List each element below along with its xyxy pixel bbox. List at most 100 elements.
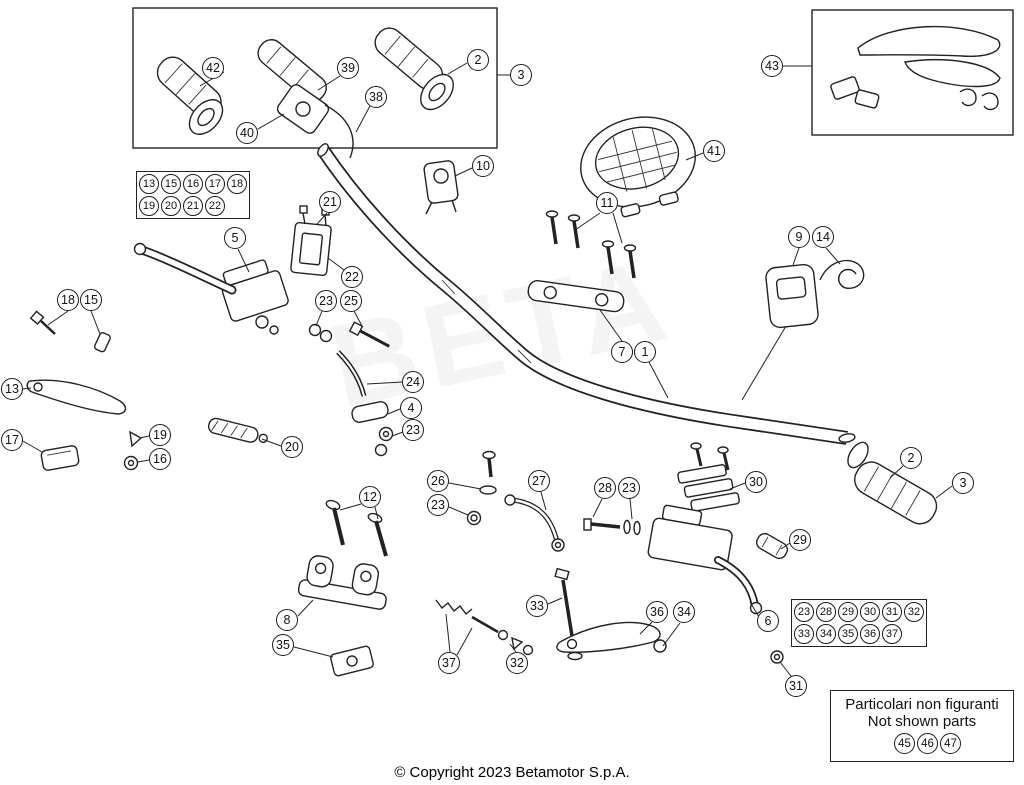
part-number-22: 22	[205, 196, 225, 216]
start-switch	[423, 160, 459, 215]
part-number-37: 37	[882, 624, 902, 644]
callout-5: 5	[224, 227, 246, 249]
part-number-32: 32	[904, 602, 924, 622]
throttle-assembly	[257, 39, 354, 159]
callout-36: 36	[646, 601, 668, 623]
plate-35	[330, 645, 374, 677]
clamp-4	[351, 401, 394, 457]
rod-24	[336, 350, 367, 397]
clutch-master-cylinder	[133, 242, 289, 335]
part-number-33: 33	[794, 624, 814, 644]
callout-9: 9	[788, 226, 810, 248]
callout-23: 23	[402, 419, 424, 441]
callout-23: 23	[315, 290, 337, 312]
callout-39: 39	[337, 57, 359, 79]
callout-29: 29	[789, 529, 811, 551]
callout-2: 2	[467, 49, 489, 71]
callout-22: 22	[341, 266, 363, 288]
callout-38: 38	[365, 86, 387, 108]
callout-13: 13	[1, 378, 23, 400]
callout-30: 30	[745, 471, 767, 493]
not-shown-line-english: Not shown parts	[867, 713, 977, 730]
bolts-12	[325, 499, 388, 557]
ball-pin-34	[653, 639, 667, 653]
bar-mount-7-1	[527, 280, 625, 313]
part-number-34: 34	[816, 624, 836, 644]
part-number-30: 30	[860, 602, 880, 622]
callout-20: 20	[281, 436, 303, 458]
callout-16: 16	[149, 448, 171, 470]
riser-clamp-8	[297, 555, 387, 610]
callout-24: 24	[402, 371, 424, 393]
throttle-cable	[324, 104, 354, 159]
switch-housing-9	[741, 263, 819, 401]
callout-14: 14	[812, 226, 834, 248]
headlight-mask	[580, 116, 696, 218]
part-number-28: 28	[816, 602, 836, 622]
washers-23-bolt-25	[308, 321, 390, 348]
callout-41: 41	[703, 140, 725, 162]
callout-43: 43	[761, 55, 783, 77]
part-number-18: 18	[227, 174, 247, 194]
bolt-18-spacer-15	[29, 310, 111, 353]
part-number-23: 23	[794, 602, 814, 622]
callout-37: 37	[438, 652, 460, 674]
callout-27: 27	[528, 470, 550, 492]
part-number-19: 19	[139, 196, 159, 216]
grips-inset-box	[132, 7, 498, 149]
grip-right	[847, 441, 938, 525]
clutch-lever-13	[26, 379, 127, 415]
callout-28: 28	[594, 477, 616, 499]
spiral-wire-14	[819, 259, 865, 289]
callout-11: 11	[596, 192, 618, 214]
part-number-17: 17	[205, 174, 225, 194]
part-number-21: 21	[183, 196, 203, 216]
lever-pad-17	[40, 445, 80, 471]
bolt-26	[466, 450, 497, 526]
callout-23: 23	[427, 494, 449, 516]
part-number-35: 35	[838, 624, 858, 644]
callout-12: 12	[359, 486, 381, 508]
cone-19	[129, 430, 143, 448]
part-number-16: 16	[183, 174, 203, 194]
bolts-11	[545, 210, 637, 279]
callout-21: 21	[319, 191, 341, 213]
brake-hose-27	[504, 494, 565, 552]
callout-23: 23	[618, 477, 640, 499]
callout-34: 34	[673, 601, 695, 623]
handguard-parts	[830, 25, 1001, 111]
callout-4: 4	[400, 397, 422, 419]
callout-8: 8	[276, 609, 298, 631]
clamp-29	[756, 532, 788, 560]
part-number-13: 13	[139, 174, 159, 194]
callout-10: 10	[472, 155, 494, 177]
copyright-text: © Copyright 2023 Betamotor S.p.A.	[394, 764, 630, 781]
callout-3: 3	[510, 64, 532, 86]
callout-7: 7	[611, 341, 633, 363]
grip-left	[156, 56, 224, 135]
bolt-28	[583, 518, 641, 536]
callout-1: 1	[634, 341, 656, 363]
pad-stack-30	[677, 442, 740, 512]
callout-6: 6	[757, 610, 779, 632]
callout-33: 33	[526, 595, 548, 617]
callout-35: 35	[272, 634, 294, 656]
callout-2: 2	[900, 447, 922, 469]
handguard-inset-box	[811, 9, 1014, 136]
callout-32: 32	[506, 652, 528, 674]
nut-16	[123, 455, 139, 471]
part-number-29: 29	[838, 602, 858, 622]
callout-3: 3	[952, 472, 974, 494]
part-number-20: 20	[161, 196, 181, 216]
callout-42: 42	[202, 57, 224, 79]
roller-20	[207, 417, 268, 443]
bracket-21-22	[290, 205, 332, 277]
